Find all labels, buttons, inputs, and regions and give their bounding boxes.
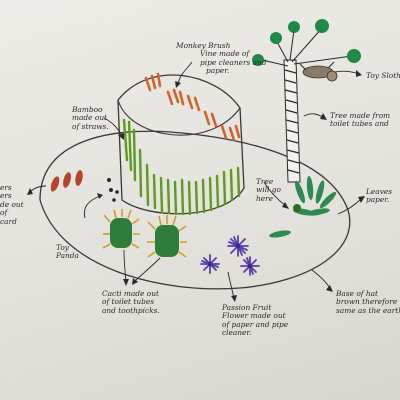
label-tree-location: Tree will go here: [256, 177, 281, 203]
label-cacti: Cacti made out of toilet tubes and tooth…: [102, 289, 160, 315]
label-toy-panda: Toy Panda: [56, 243, 79, 261]
card-flowers: [50, 170, 83, 192]
pebbles: [107, 178, 119, 202]
cactus-left: [102, 209, 140, 249]
label-leaves: Leaves paper.: [366, 187, 393, 205]
label-toy-sloth: Toy Sloth: [366, 71, 400, 80]
cactus-right: [147, 215, 187, 258]
label-tree: Tree made from toilet tubes and: [330, 111, 391, 129]
arrow-heads: [27, 70, 365, 302]
monkey-brush-vines: [144, 72, 241, 142]
toy-sloth: [299, 61, 338, 82]
label-passion-fruit: Passion Fruit Flower made out of paper a…: [222, 303, 289, 338]
label-monkey-brush: Monkey Brush Vine made of pipe cleaners …: [176, 41, 267, 76]
passion-fruit-flowers: [200, 235, 260, 276]
tree-spot: [293, 204, 301, 212]
bamboo-straws: [122, 118, 241, 216]
paper-leaves: [269, 176, 337, 238]
hat-crown-top: [117, 99, 241, 136]
tree: [252, 19, 361, 183]
label-bamboo: Bamboo made out of straws.: [72, 105, 109, 131]
label-hat-base: Base of hat brown therefore same as the …: [336, 289, 400, 315]
label-card-flowers: ers ers de out of card: [0, 183, 24, 226]
